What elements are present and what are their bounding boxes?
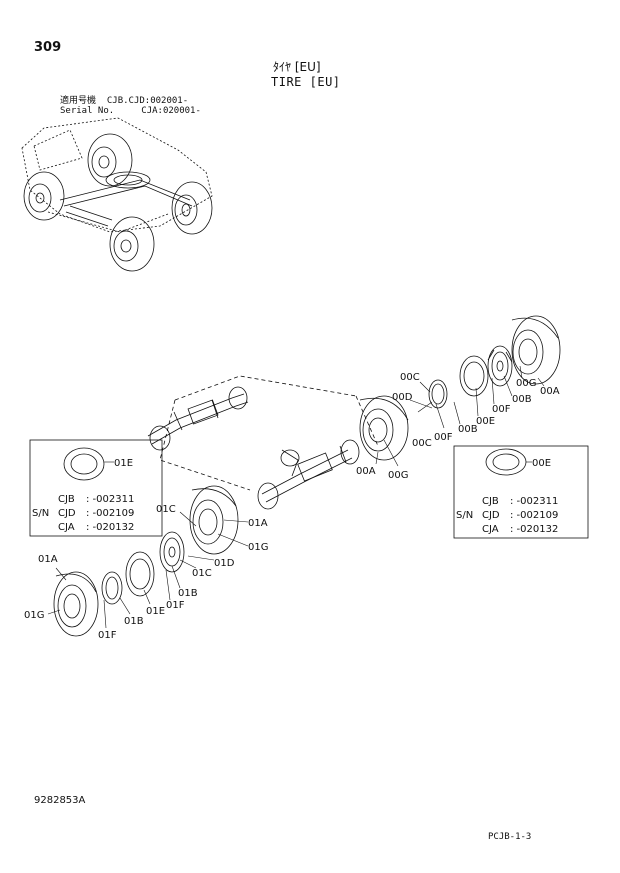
left-inset-disc-hole <box>70 453 98 475</box>
left-inset-value-2: : -002109 <box>86 508 134 519</box>
callout-01b-right: 01B <box>178 588 198 599</box>
left-inset-value-1: : -002311 <box>86 494 134 505</box>
callout-01c-top: 01C <box>156 504 176 515</box>
serial-number-block: 適用号機 CJB.CJD:002001- Serial No. CJA:0200… <box>60 96 201 116</box>
drawing-number: 9282853A <box>34 795 86 806</box>
serial-label-en: Serial No. <box>60 106 115 116</box>
callout-01a-right: 01A <box>248 518 268 529</box>
left-inset-box <box>29 439 163 537</box>
left-inset-model-1: CJB <box>58 494 75 505</box>
callout-00e-top: 00E <box>476 416 495 427</box>
machine-overview-illustration <box>21 117 213 272</box>
right-inset-value-2: : -002109 <box>510 510 558 521</box>
right-inset-disc <box>485 448 527 476</box>
callout-00b-top: 00B <box>512 394 532 405</box>
leader-lines <box>47 365 545 629</box>
right-inset-disc-hole <box>492 453 520 471</box>
callout-01e: 01E <box>146 606 165 617</box>
left-inset-model-2: CJD <box>58 508 76 519</box>
callout-00f-top: 00F <box>492 404 511 415</box>
page-number: 309 <box>34 40 62 55</box>
callout-01b-left: 01B <box>124 616 144 627</box>
callout-00c-top: 00C <box>400 372 420 383</box>
callout-00f-bottom: 00F <box>434 432 453 443</box>
right-inset-value-1: : -002311 <box>510 496 558 507</box>
title-japanese: ﾀｲﾔ [EU] <box>273 60 321 74</box>
serial-value-2: CJA:020001- <box>141 106 201 116</box>
right-inset-model-1: CJB <box>482 496 499 507</box>
callout-00g-top: 00G <box>516 378 536 389</box>
axle-assembly-illustration <box>147 375 379 510</box>
serial-value-1: CJB.CJD:002001- <box>106 96 189 106</box>
callout-00c-bottom: 00C <box>412 438 432 449</box>
callout-01f-right: 01F <box>166 600 185 611</box>
left-inset-disc <box>63 447 105 481</box>
page-reference: PCJB-1-3 <box>488 832 532 842</box>
callout-01d: 01D <box>214 558 235 569</box>
right-inset-model-3: CJA <box>482 524 499 535</box>
right-inset-model-2: CJD <box>482 510 500 521</box>
front-tire-set <box>53 485 239 637</box>
serial-row-2: Serial No. CJA:020001- <box>60 106 201 116</box>
left-inset-value-3: : -020132 <box>86 522 134 533</box>
callout-01g-left: 01G <box>24 610 44 621</box>
right-inset-value-3: : -020132 <box>510 524 558 535</box>
serial-row-1: 適用号機 CJB.CJD:002001- <box>60 96 201 106</box>
callout-01f-left: 01F <box>98 630 117 641</box>
right-inset-text: 00E S/N CJB : -002311 CJD : -002109 CJA … <box>456 458 558 535</box>
callout-01g-right: 01G <box>248 542 268 553</box>
callout-00a-bottom: 00A <box>356 466 376 477</box>
right-inset-sn-label: S/N <box>456 510 473 521</box>
callout-labels: 00A 00G 00B 00F 00E 00B 00C 00D 00C 00F … <box>24 372 560 641</box>
left-inset-model-3: CJA <box>58 522 75 533</box>
left-inset-text: 01E S/N CJB : -002311 CJD : -002109 CJA … <box>32 458 134 533</box>
callout-00d: 00D <box>392 392 413 403</box>
callout-00a-top: 00A <box>540 386 560 397</box>
rear-tire-set <box>359 315 561 461</box>
callout-00b-mid: 00B <box>458 424 478 435</box>
right-inset-box <box>453 445 589 539</box>
left-inset-sn-label: S/N <box>32 508 49 519</box>
title-english: TIRE [EU] <box>271 75 341 89</box>
right-inset-part: 00E <box>532 458 551 469</box>
left-inset-part: 01E <box>114 458 133 469</box>
serial-label-ja: 適用号機 <box>60 96 97 106</box>
callout-01a-left: 01A <box>38 554 58 565</box>
callout-01c-mid: 01C <box>192 568 212 579</box>
callout-00g-bottom: 00G <box>388 470 408 481</box>
